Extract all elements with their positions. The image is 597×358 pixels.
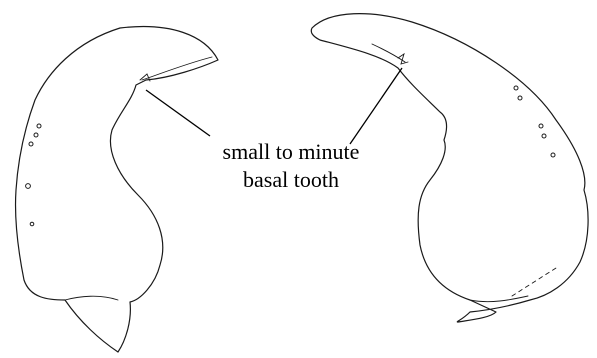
- right-pore: [514, 86, 518, 90]
- right-pore: [551, 153, 555, 157]
- right-tooth-detail: [372, 44, 405, 62]
- basal-tooth-label: small to minute basal tooth: [196, 138, 386, 194]
- left-tooth-detail: [142, 57, 212, 80]
- left-mandible: [15, 27, 218, 352]
- left-pore: [37, 124, 41, 128]
- leader-line-right: [350, 68, 402, 144]
- right-pore: [539, 124, 543, 128]
- left-mandible-outline: [15, 27, 218, 352]
- left-pore: [29, 142, 33, 146]
- label-line-1: small to minute: [196, 138, 386, 166]
- left-pore: [34, 133, 38, 137]
- right-dashed-suture: [512, 268, 556, 296]
- left-base-notch: [65, 296, 118, 300]
- right-pore: [518, 96, 522, 100]
- leader-line-left: [146, 90, 210, 136]
- left-pore: [26, 184, 31, 189]
- left-pore: [30, 222, 34, 226]
- right-base-notch: [470, 296, 528, 302]
- label-line-2: basal tooth: [196, 166, 386, 194]
- right-pore: [542, 134, 546, 138]
